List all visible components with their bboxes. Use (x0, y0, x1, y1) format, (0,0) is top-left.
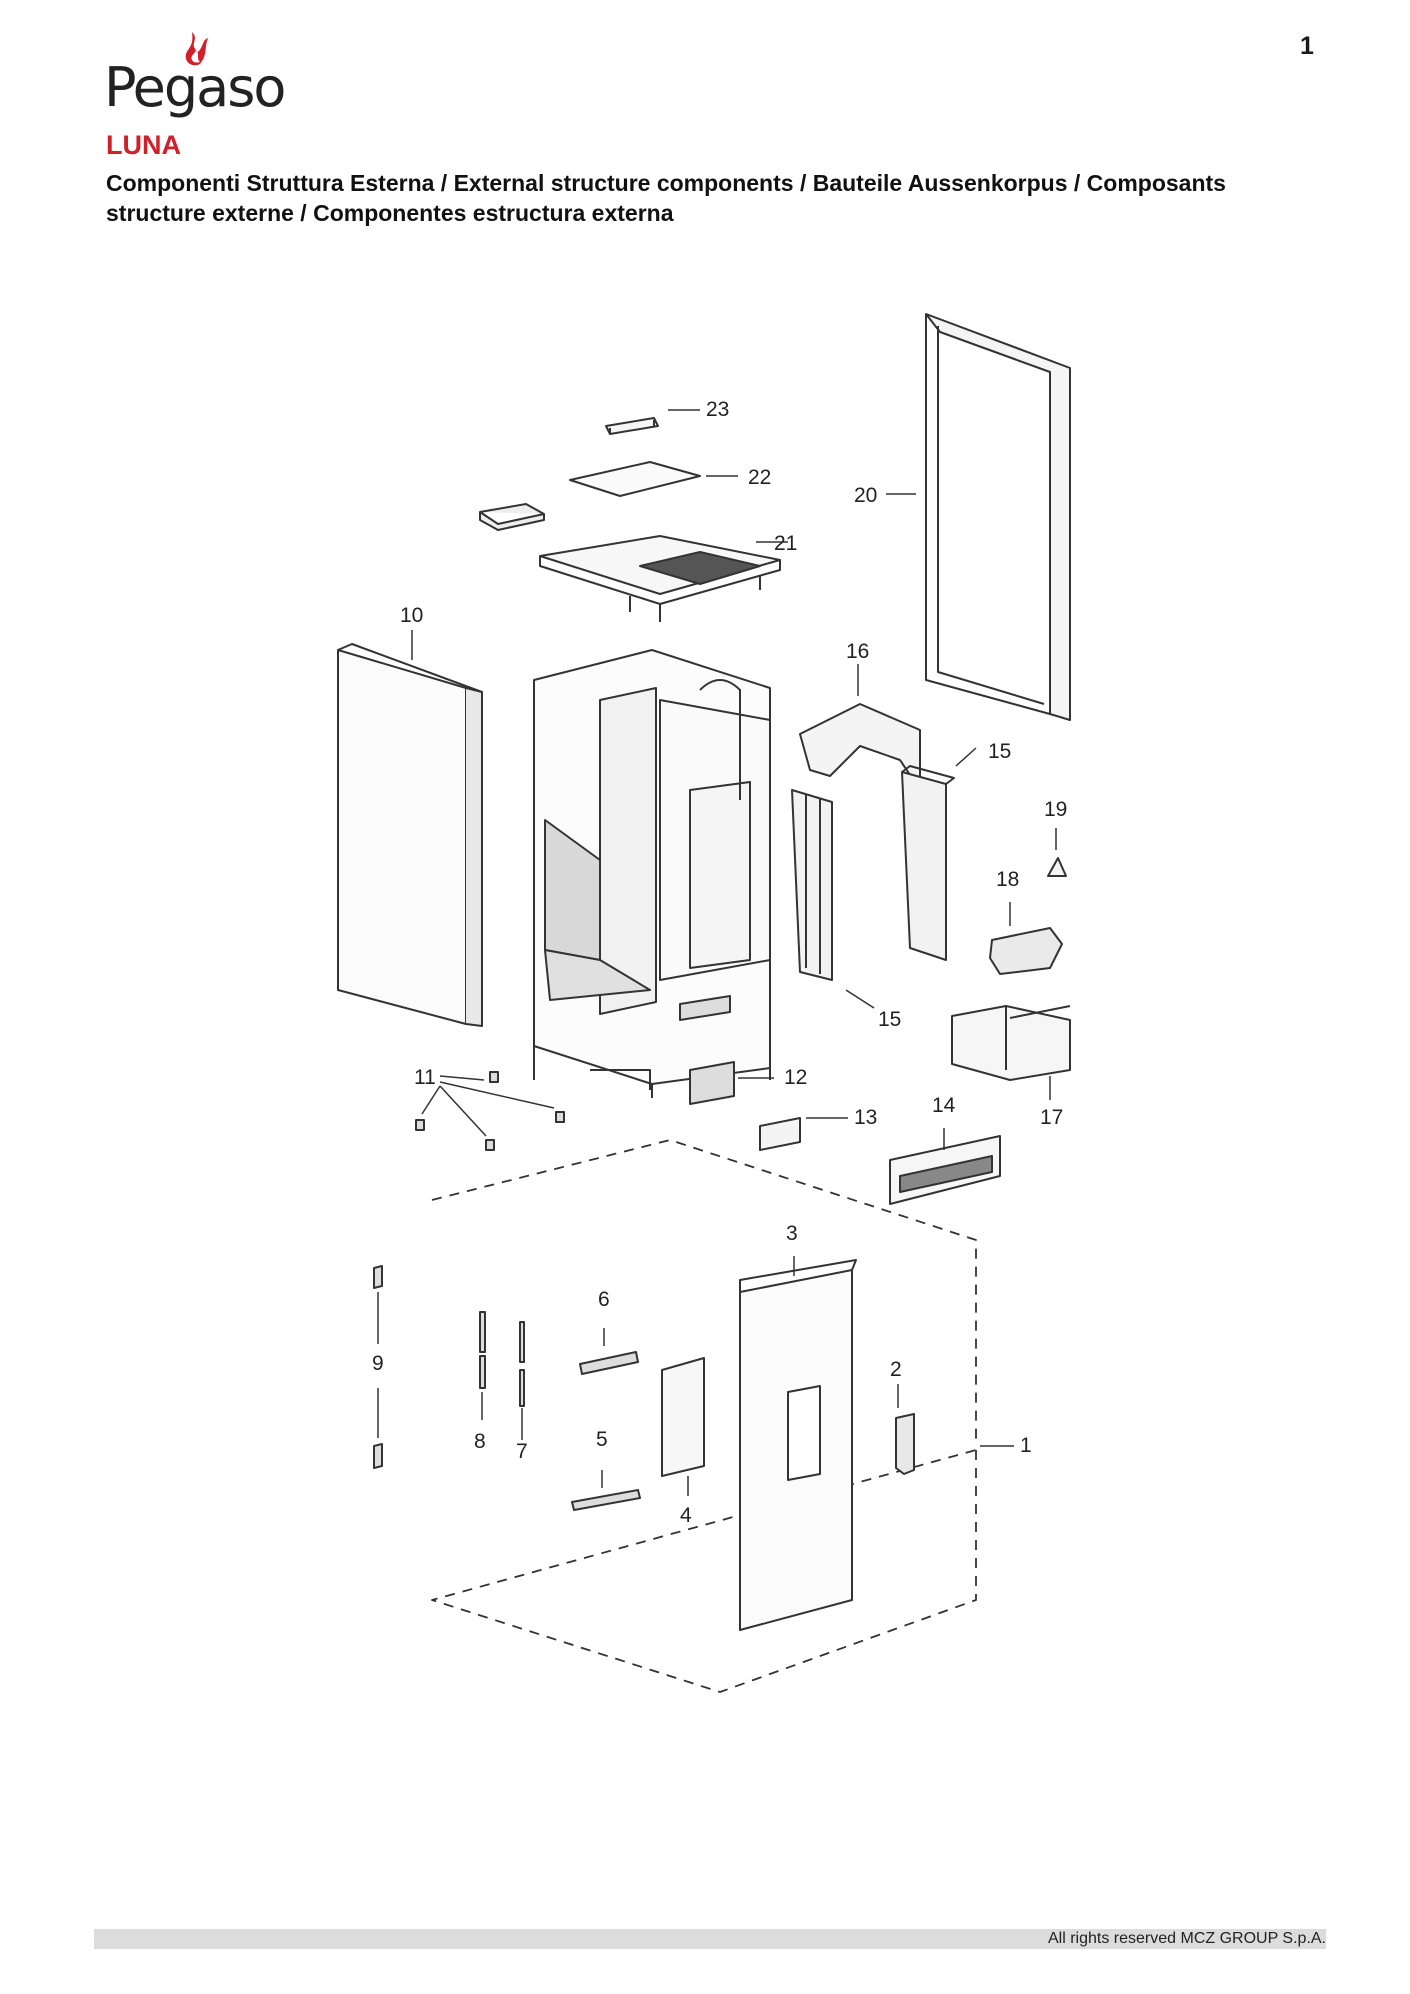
footer-copyright: All rights reserved MCZ GROUP S.p.A. (1048, 1930, 1326, 1947)
callout-22: 22 (748, 466, 771, 489)
flame-icon (185, 32, 208, 66)
part-9-hinges (373, 1265, 383, 1469)
part-6-bar (579, 1351, 639, 1375)
part-11-feet (415, 1071, 565, 1151)
callout-12: 12 (784, 1066, 807, 1089)
footer-bar (94, 1929, 1326, 1949)
callout-10: 10 (400, 604, 423, 627)
callout-23: 23 (706, 398, 729, 421)
callout-18: 18 (996, 868, 1019, 891)
part-20-back-panel (925, 313, 1071, 721)
callout-17: 17 (1040, 1106, 1063, 1129)
part-sensor-block (479, 503, 545, 531)
brand-logo: Pegaso (104, 30, 286, 126)
part-23-handle (605, 417, 659, 435)
callout-3: 3 (786, 1222, 798, 1245)
callout-14: 14 (932, 1094, 956, 1117)
part-18-basket (989, 927, 1063, 975)
parts-7-8-pins (479, 1311, 525, 1407)
brand-name: Pegaso (104, 56, 286, 119)
callout-9: 9 (372, 1352, 384, 1375)
callout-4: 4 (680, 1504, 692, 1527)
part-15-channels (791, 765, 955, 981)
callout-7: 7 (516, 1440, 528, 1463)
main-body-frame (533, 649, 771, 1098)
part-3-door (739, 1259, 857, 1631)
callout-16: 16 (846, 640, 869, 663)
part-10-side-panel (337, 643, 483, 1027)
door-group-outline (431, 1139, 977, 1693)
page-subtitle: Componenti Struttura Esterna / External … (106, 170, 1226, 226)
model-title: LUNA (106, 130, 181, 160)
part-17-ash-box (951, 1005, 1071, 1081)
callout-21: 21 (774, 532, 797, 555)
callout-19: 19 (1044, 798, 1067, 821)
part-21-top-lid (539, 535, 781, 622)
part-13-plate (759, 1117, 801, 1151)
part-19-cone (1047, 857, 1067, 877)
part-22-plate (569, 461, 701, 497)
part-2-latch (895, 1413, 915, 1475)
callout-11: 11 (414, 1066, 436, 1089)
callout-15-lower: 15 (878, 1008, 901, 1031)
callout-13: 13 (854, 1106, 877, 1129)
part-14-grille (889, 1135, 1001, 1205)
part-5-bar (571, 1489, 641, 1511)
callout-2: 2 (890, 1358, 902, 1381)
callout-8: 8 (474, 1430, 486, 1453)
callout-1: 1 (1020, 1434, 1032, 1457)
part-12-plate (689, 1061, 735, 1105)
page-number: 1 (1300, 32, 1314, 60)
callout-6: 6 (598, 1288, 610, 1311)
callout-15-upper: 15 (988, 740, 1011, 763)
part-4-glass (661, 1357, 705, 1477)
callout-5: 5 (596, 1428, 608, 1451)
part-16-hood (799, 703, 921, 791)
callout-20: 20 (854, 484, 877, 507)
callout-labels: 1 2 3 4 5 6 7 8 9 10 11 12 13 14 15 15 1… (372, 398, 1067, 1527)
